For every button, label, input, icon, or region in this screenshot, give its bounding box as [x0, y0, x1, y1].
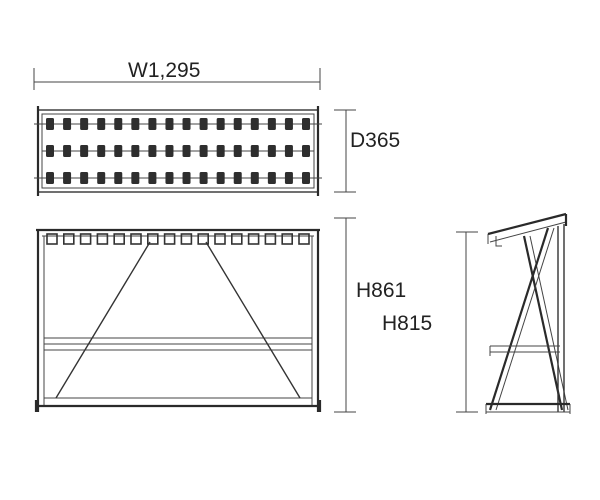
- height-rack-label: H815: [382, 312, 432, 335]
- front-hanger: [163, 233, 176, 245]
- top-slot: [148, 118, 157, 130]
- front-hanger: [197, 233, 209, 245]
- top-slot: [302, 118, 310, 130]
- top-slot: [199, 145, 208, 157]
- top-slot: [199, 172, 208, 184]
- top-slot: [148, 172, 157, 184]
- depth-dimension: D365: [334, 109, 400, 193]
- front-hanger: [264, 233, 277, 245]
- side-view: [485, 212, 571, 414]
- front-hanger: [147, 233, 159, 245]
- top-slot: [63, 145, 72, 157]
- top-slot: [233, 118, 242, 130]
- front-hanger: [113, 233, 125, 245]
- top-slot: [131, 118, 140, 130]
- top-slot: [46, 145, 54, 157]
- front-hanger: [79, 233, 92, 245]
- top-slot: [267, 118, 276, 130]
- front-hanger: [46, 233, 58, 245]
- top-slot: [165, 172, 174, 184]
- top-slot: [302, 145, 310, 157]
- top-slot: [302, 172, 310, 184]
- top-view: [34, 106, 322, 196]
- top-slot: [284, 145, 293, 157]
- front-hanger: [281, 233, 294, 245]
- top-slot: [97, 118, 106, 130]
- top-slot: [114, 145, 123, 157]
- top-slot: [182, 172, 191, 184]
- top-slot: [131, 172, 140, 184]
- top-view-slots: [42, 118, 314, 184]
- top-slot: [250, 145, 259, 157]
- top-slot: [114, 118, 123, 130]
- width-dimension: W1,295: [33, 59, 321, 90]
- front-hanger: [247, 233, 260, 245]
- front-view-hangers: [46, 233, 310, 245]
- top-slot: [46, 118, 54, 130]
- height-rack-dimension: H815: [382, 231, 478, 413]
- top-slot: [216, 145, 225, 157]
- top-slot: [131, 145, 140, 157]
- top-slot: [267, 145, 276, 157]
- front-hanger: [214, 233, 226, 245]
- top-slot: [216, 118, 225, 130]
- height-total-dimension: H861: [334, 217, 406, 413]
- depth-label: D365: [350, 129, 400, 152]
- top-slot: [63, 172, 72, 184]
- top-slot: [97, 172, 106, 184]
- height-total-label: H861: [356, 279, 406, 302]
- top-slot: [114, 172, 123, 184]
- front-view: [34, 228, 322, 412]
- top-slot: [97, 145, 106, 157]
- top-slot: [182, 118, 191, 130]
- top-slot: [63, 118, 72, 130]
- top-slot: [80, 145, 89, 157]
- top-slot: [80, 172, 89, 184]
- top-slot: [148, 145, 157, 157]
- front-hanger: [231, 233, 243, 245]
- top-slot: [233, 145, 242, 157]
- top-slot: [165, 145, 174, 157]
- front-hanger: [62, 233, 75, 245]
- top-slot: [165, 118, 174, 130]
- top-slot: [284, 118, 293, 130]
- top-slot: [199, 118, 208, 130]
- top-slot: [80, 118, 89, 130]
- top-slot: [216, 172, 225, 184]
- top-slot: [267, 172, 276, 184]
- front-hanger: [96, 233, 109, 245]
- top-slot: [233, 172, 242, 184]
- width-label: W1,295: [128, 59, 200, 82]
- front-hanger: [298, 233, 310, 245]
- top-slot: [250, 172, 259, 184]
- top-slot: [250, 118, 259, 130]
- front-hanger: [130, 233, 142, 245]
- top-slot: [46, 172, 54, 184]
- top-slot: [284, 172, 293, 184]
- front-hanger: [180, 233, 193, 245]
- top-slot: [182, 145, 191, 157]
